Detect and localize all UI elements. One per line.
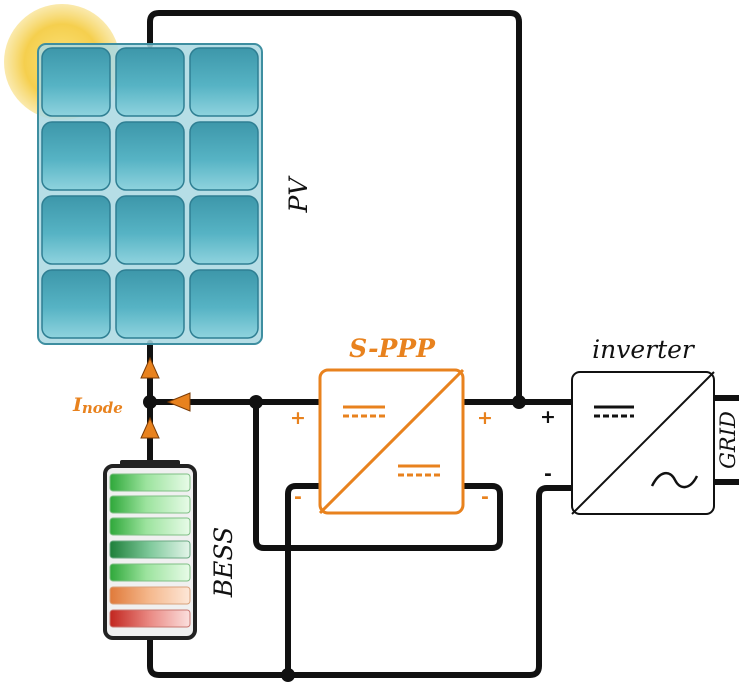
inverter-label: inverter <box>592 335 696 364</box>
bess-label: BESS <box>209 527 238 598</box>
sppp-label: S-PPP <box>349 334 436 363</box>
current-arrows <box>140 356 191 439</box>
junction-output-bus <box>512 395 526 409</box>
sppp-output-minus: - <box>481 486 489 508</box>
arrow-up-from-bess-icon <box>140 416 160 439</box>
wire-sppp-input-loop <box>253 399 503 551</box>
pv-cells <box>41 47 259 339</box>
sppp-output-plus: + <box>477 407 493 429</box>
sppp-input-minus: - <box>294 486 302 508</box>
solar-panel-icon <box>37 43 263 345</box>
dc-dc-converter-icon <box>318 368 465 515</box>
junction-negative <box>281 668 295 682</box>
junction-node <box>143 395 157 409</box>
wire-pv-to-output-bus <box>147 10 522 405</box>
dc-ac-inverter-icon <box>571 371 715 515</box>
inverter-input-minus: - <box>544 463 552 485</box>
inode-label: Inode <box>72 394 123 417</box>
inverter-input-plus: + <box>540 406 556 428</box>
junctions <box>143 395 526 682</box>
pv-label: PV <box>284 175 313 214</box>
wire-sppp-negative <box>285 483 323 678</box>
wire-bess-negative <box>147 485 575 678</box>
arrow-up-to-pv-icon <box>140 356 160 379</box>
junction-sppp-tap <box>249 395 263 409</box>
battery-icon <box>103 460 197 640</box>
grid-label: GRID <box>716 411 739 469</box>
arrow-left-to-node-icon <box>166 392 191 412</box>
sppp-input-plus: + <box>290 407 306 429</box>
